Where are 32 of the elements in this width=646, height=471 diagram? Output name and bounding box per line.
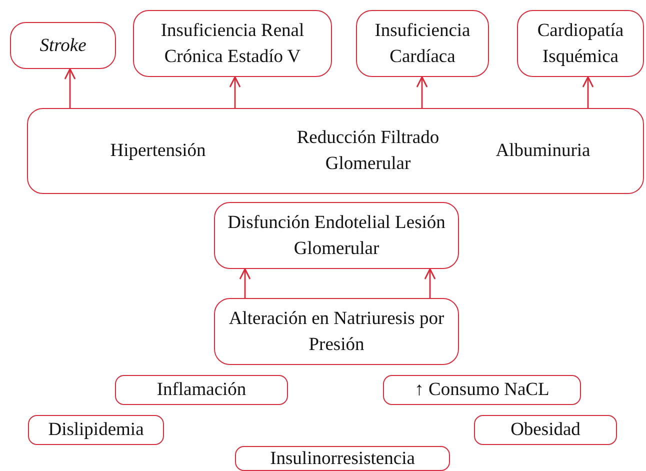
box-label: Stroke bbox=[40, 34, 86, 58]
box-label: Obesidad bbox=[510, 419, 580, 441]
rounded-box bbox=[10, 22, 116, 69]
arrow bbox=[424, 268, 436, 298]
arrow bbox=[229, 76, 241, 108]
arrow bbox=[239, 268, 251, 298]
rounded-box bbox=[214, 202, 459, 269]
rounded-box bbox=[214, 298, 459, 365]
rounded-box bbox=[133, 10, 332, 77]
box-label: Reducción Filtrado Glomerular bbox=[296, 127, 440, 176]
group-box bbox=[27, 108, 644, 194]
rounded-box bbox=[28, 415, 164, 445]
box-label: Albuminuria bbox=[494, 140, 592, 163]
box-label: Alteración en Natriuresis por Presión bbox=[228, 308, 446, 356]
rounded-box bbox=[474, 415, 617, 445]
box-label: Insuficiencia Cardíaca bbox=[374, 20, 472, 68]
box-label: Insuficiencia Renal Crónica Estadío V bbox=[160, 20, 306, 68]
arrow bbox=[582, 76, 594, 108]
rounded-box bbox=[356, 10, 489, 77]
box-label: Dislipidemia bbox=[48, 419, 144, 441]
rounded-box bbox=[517, 10, 644, 77]
box-label: Hipertensión bbox=[109, 140, 207, 163]
rounded-box bbox=[115, 375, 288, 405]
box-label: Insulinorresistencia bbox=[270, 448, 415, 470]
box-label: Disfunción Endotelial Lesión Glomerular bbox=[226, 212, 446, 260]
rounded-box bbox=[235, 446, 450, 471]
box-label: Inflamación bbox=[156, 379, 246, 401]
box-label: ↑ Consumo NaCL bbox=[414, 379, 550, 401]
box-label: Cardiopatía Isquémica bbox=[536, 20, 625, 68]
rounded-box bbox=[383, 375, 581, 405]
arrow bbox=[64, 68, 76, 108]
arrow bbox=[416, 76, 428, 108]
